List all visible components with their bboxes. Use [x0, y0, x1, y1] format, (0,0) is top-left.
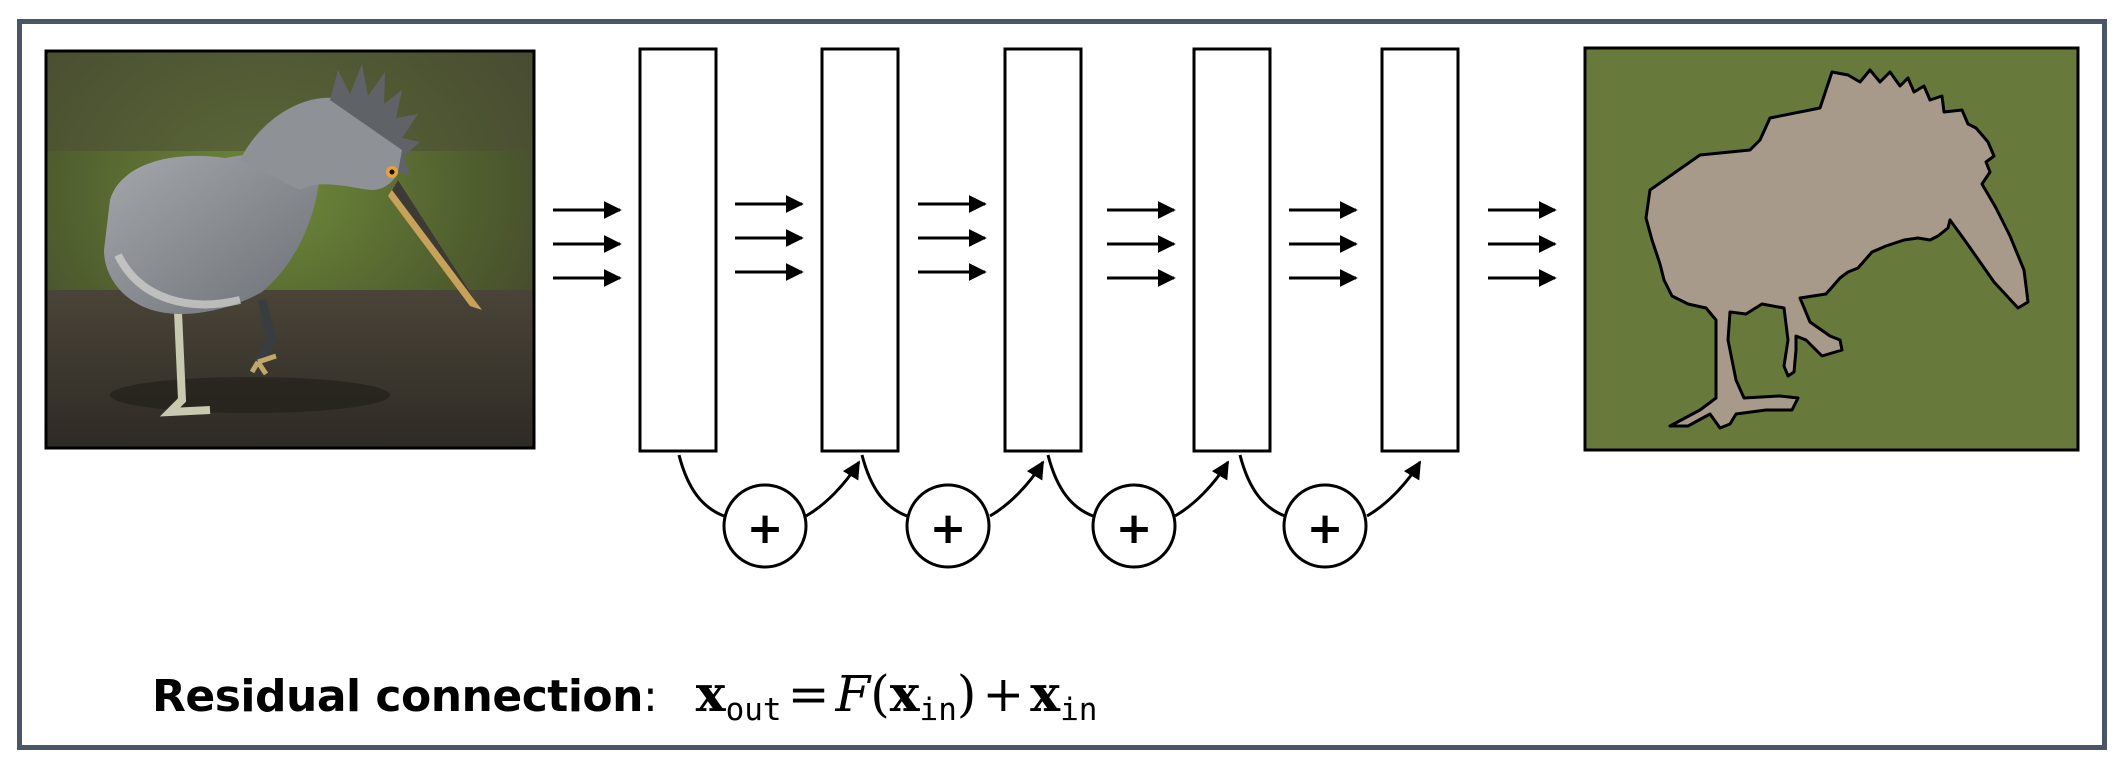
output-segmentation — [1583, 46, 2080, 452]
skip-connection-2: + — [860, 454, 1045, 569]
skip-connection-3: + — [1046, 454, 1230, 569]
plus-sign: + — [1307, 503, 1344, 554]
arrow-group-3 — [918, 195, 987, 281]
plus-sign: + — [930, 503, 967, 554]
heron-figure — [104, 64, 482, 417]
arrow-group-1 — [553, 201, 622, 287]
residual-blocks — [638, 47, 1460, 453]
residual-formula: xout=F(xin)+xin — [695, 664, 1098, 726]
add-node-1 — [722, 483, 808, 569]
block-5 — [1380, 47, 1460, 453]
arrow-group-6 — [1488, 201, 1557, 287]
arrow-group-4 — [1107, 201, 1176, 287]
block-1 — [638, 47, 718, 453]
skip-connection-4: + — [1238, 454, 1422, 569]
equals-sign: = — [787, 665, 830, 723]
heron-mask — [1644, 68, 2030, 430]
skip-connection-1: + — [677, 454, 861, 569]
skip-connections: + + + + — [677, 454, 1422, 569]
caption-colon: : — [642, 671, 658, 722]
block-2 — [820, 47, 900, 453]
x-in-symbol: x — [889, 664, 920, 723]
plus-sign: + — [1116, 503, 1153, 554]
residual-equation-caption: Residual connection : xout=F(xin)+xin — [152, 664, 1098, 726]
plus-sign: + — [982, 665, 1025, 723]
function-symbol: F — [835, 665, 871, 723]
block-4 — [1192, 47, 1272, 453]
add-node-4 — [1282, 483, 1368, 569]
arrow-group-2 — [735, 195, 804, 281]
close-paren: ) — [956, 665, 977, 723]
input-photo — [44, 49, 536, 450]
caption-label: Residual connection — [152, 671, 643, 722]
open-paren: ( — [870, 665, 890, 723]
forward-arrows — [553, 195, 1557, 287]
x-in-symbol: x — [1030, 664, 1061, 723]
plus-sign: + — [747, 503, 784, 554]
add-node-2 — [905, 483, 991, 569]
add-node-3 — [1091, 483, 1177, 569]
x-in-subscript: in — [1060, 692, 1098, 728]
x-in-subscript: in — [919, 692, 957, 728]
x-out-subscript: out — [725, 692, 782, 728]
x-out-symbol: x — [695, 664, 726, 723]
block-3 — [1003, 47, 1083, 453]
arrow-group-5 — [1289, 201, 1358, 287]
